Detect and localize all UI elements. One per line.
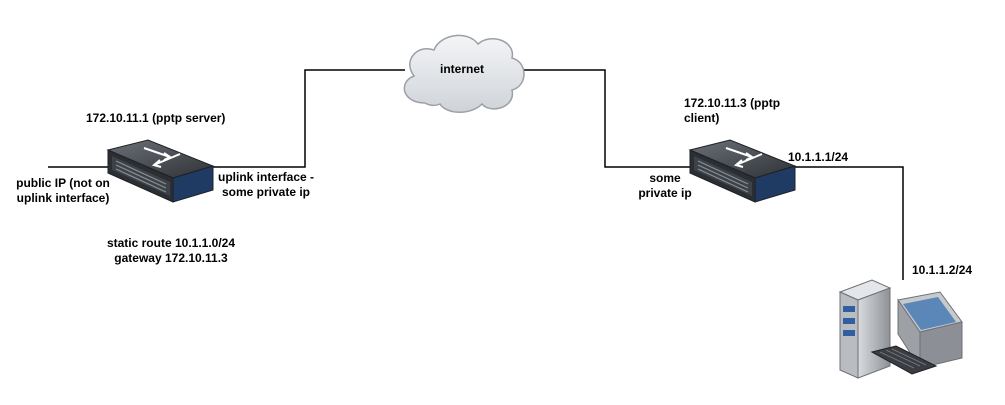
client-to-pc-line bbox=[787, 166, 904, 280]
static-route-label: static route 10.1.1.0/24 gateway 172.10.… bbox=[106, 236, 236, 265]
client-private-ip-label: some private ip bbox=[638, 171, 692, 200]
cloud-icon bbox=[403, 34, 525, 113]
uplink-interface-label: uplink interface - some private ip bbox=[217, 170, 315, 199]
desktop-computer-icon bbox=[838, 279, 963, 379]
pptp-server-label: 172.10.11.1 (pptp server) bbox=[86, 111, 226, 125]
router-switch-icon bbox=[688, 139, 797, 203]
public-ip-label: public IP (not on uplink interface) bbox=[16, 176, 110, 205]
lan-router-ip-label: 10.1.1.1/24 bbox=[788, 150, 849, 164]
pptp-client-label: 172.10.11.3 (pptp client) bbox=[684, 96, 781, 125]
pc-ip-label: 10.1.1.2/24 bbox=[912, 263, 973, 277]
router-switch-icon bbox=[106, 139, 215, 203]
server-to-internet-line bbox=[205, 69, 405, 168]
internet-label: internet bbox=[439, 62, 484, 76]
internet-to-client-line bbox=[518, 69, 692, 168]
